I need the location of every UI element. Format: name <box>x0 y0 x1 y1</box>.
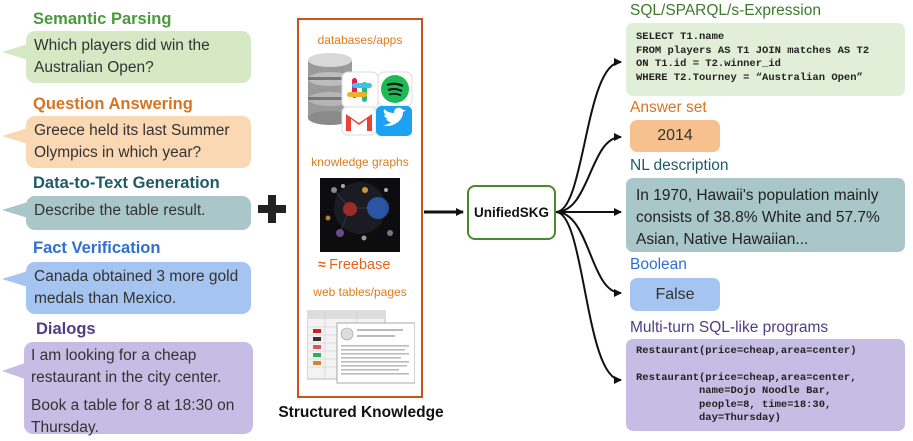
output-title-boolean: Boolean <box>630 256 687 273</box>
output-title-sql: SQL/SPARQL/s-Expression <box>630 2 821 19</box>
output-sql-box: SELECT T1.name FROM players AS T1 JOIN m… <box>626 23 905 96</box>
slack-icon <box>341 71 379 109</box>
databases-apps-icons <box>306 52 416 136</box>
multiturn-program-1: Restaurant(price=cheap,area=center) <box>636 345 857 357</box>
output-title-answer: Answer set <box>630 99 707 116</box>
knowledge-graphs-label: knowledge graphs <box>311 155 409 169</box>
output-title-nl: NL description <box>630 157 729 174</box>
databases-label: databases/apps <box>317 33 403 47</box>
query-bubble: Greece held its last Summer Olympics in … <box>26 116 251 168</box>
web-tables-label: web tables/pages <box>313 285 407 299</box>
dialog-turn-2: Book a table for 8 at 18:30 on Thursday. <box>31 397 235 436</box>
output-title-multiturn: Multi-turn SQL-like programs <box>630 319 829 336</box>
knowledge-graph-image <box>320 178 400 252</box>
plus-icon <box>258 195 286 223</box>
output-multiturn-box: Restaurant(price=cheap,area=center) Rest… <box>626 339 905 431</box>
query-bubble: Describe the table result. <box>26 196 251 230</box>
sql-line: SELECT T1.name <box>636 31 725 43</box>
task-title: Data-to-Text Generation <box>33 174 220 192</box>
bubble-tail <box>2 362 28 380</box>
spotify-icon <box>377 71 413 107</box>
query-bubble: Canada obtained 3 more gold medals than … <box>26 262 251 314</box>
bubble-tail <box>2 271 28 287</box>
sql-line: ON T1.id = T2.winner_id <box>636 58 781 70</box>
output-boolean-box: False <box>630 278 720 311</box>
bubble-tail <box>2 128 28 144</box>
arrow-to-sql <box>555 58 622 213</box>
arrow-to-boolean <box>555 211 622 297</box>
task-title: Fact Verification <box>33 239 161 257</box>
bubble-tail <box>2 202 28 218</box>
unifiedskg-model: UnifiedSKG <box>467 185 556 240</box>
arrow-to-answer <box>555 133 622 213</box>
structured-knowledge-box <box>297 18 423 398</box>
bubble-tail <box>2 44 28 60</box>
freebase-text: Freebase <box>329 257 391 273</box>
arrow-to-multiturn <box>555 211 622 384</box>
task-title: Semantic Parsing <box>33 10 172 28</box>
sql-line: FROM players AS T1 JOIN matches AS T2 <box>636 44 870 57</box>
dialog-turn-1: I am looking for a cheap restaurant in t… <box>31 347 222 386</box>
web-tables-image <box>306 305 416 385</box>
task-title: Question Answering <box>33 95 193 113</box>
output-answer-box: 2014 <box>630 120 720 152</box>
dialog-bubble: I am looking for a cheap restaurant in t… <box>24 342 253 436</box>
task-title: Dialogs <box>36 320 96 338</box>
twitter-icon <box>376 106 412 136</box>
multiturn-program-2: Restaurant(price=cheap,area=center, name… <box>636 371 857 425</box>
freebase-logo: ≈ Freebase <box>318 256 391 273</box>
structured-knowledge-caption: Structured Knowledge <box>278 404 444 421</box>
sql-line: WHERE T2.Tourney = “Australian Open” <box>636 71 863 84</box>
output-nl-box: In 1970, Hawaii's population mainly cons… <box>626 178 905 252</box>
query-bubble: Which players did win the Australian Ope… <box>26 31 251 83</box>
